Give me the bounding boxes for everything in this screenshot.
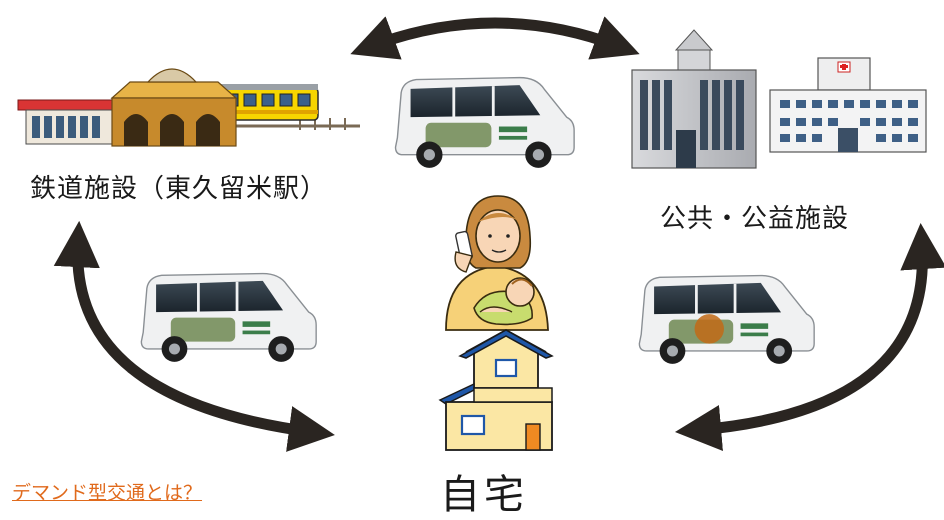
- house-icon: [438, 328, 554, 451]
- public-building-icon: [631, 29, 757, 169]
- train-station-icon: [17, 68, 360, 147]
- mother-with-phone-icon: [445, 195, 549, 331]
- arrow-station-home: [53, 220, 335, 452]
- van-right: [637, 274, 816, 366]
- van-top: [394, 76, 576, 170]
- arrow-station-public: [350, 16, 640, 60]
- arrow-public-home: [674, 222, 944, 452]
- label-station: 鉄道施設（東久留米駅）: [30, 174, 328, 204]
- label-home: 自宅: [440, 472, 528, 518]
- demand-transport-link[interactable]: デマンド型交通とは？: [12, 482, 203, 504]
- label-public-facility: 公共・公益施設: [660, 204, 850, 234]
- hospital-icon: [769, 57, 927, 153]
- van-left: [139, 272, 318, 364]
